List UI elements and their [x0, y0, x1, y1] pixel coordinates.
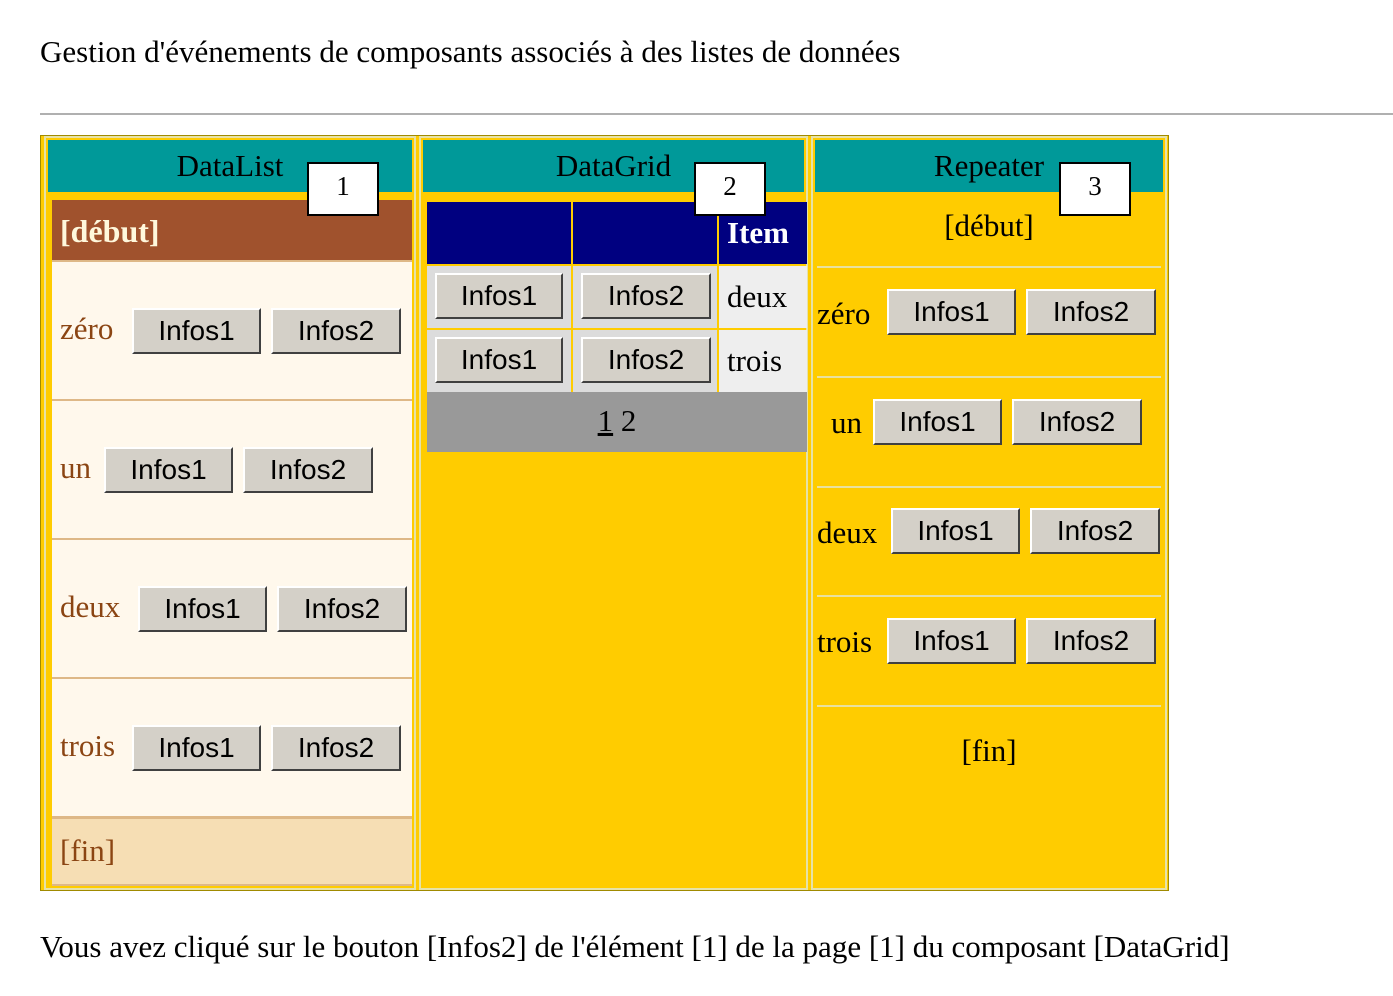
datalist-item-label: un	[60, 450, 91, 485]
datalist-column: DataList [début] zéro Infos1 Infos2 un I…	[44, 136, 416, 890]
datalist-item-label: deux	[60, 589, 121, 624]
infos1-button[interactable]: Infos1	[104, 447, 233, 493]
datagrid-cell: Infos1	[427, 266, 571, 328]
datalist-item: un Infos1 Infos2	[52, 401, 412, 538]
callout-marker-3: 3	[1059, 162, 1131, 216]
datalist-footer: [fin]	[52, 819, 412, 884]
datagrid-cell: Infos2	[573, 266, 717, 328]
pager-page-current[interactable]: 1	[597, 403, 614, 438]
datagrid-header-cell	[427, 202, 571, 264]
infos1-button[interactable]: Infos1	[873, 399, 1002, 445]
datalist-item: trois Infos1 Infos2	[52, 679, 412, 816]
infos2-button[interactable]: Infos2	[581, 273, 711, 319]
infos1-button[interactable]: Infos1	[887, 618, 1016, 664]
datagrid-cell: Infos1	[427, 330, 571, 392]
repeater-item-label: trois	[817, 624, 873, 659]
datalist-item-label: zéro	[60, 311, 114, 346]
repeater-item-label: deux	[817, 515, 878, 550]
components-table: DataList [début] zéro Infos1 Infos2 un I…	[40, 135, 1169, 891]
datagrid-item-cell: deux	[719, 266, 807, 328]
datagrid-item-cell: trois	[719, 330, 807, 392]
callout-marker-1: 1	[307, 162, 379, 216]
repeater-separator	[817, 705, 1161, 707]
datagrid-pager: 1 2	[427, 392, 807, 452]
repeater-footer: [fin]	[961, 733, 1017, 768]
infos2-button[interactable]: Infos2	[581, 337, 711, 383]
infos2-button[interactable]: Infos2	[243, 447, 373, 493]
datagrid: Item Infos1 Infos2 deux Infos1 Infos2 tr…	[427, 202, 807, 452]
page-title: Gestion d'événements de composants assoc…	[40, 34, 901, 69]
datagrid-header-cell	[573, 202, 717, 264]
datalist: [début] zéro Infos1 Infos2 un Infos1 Inf…	[52, 200, 412, 886]
repeater-item-label: zéro	[817, 296, 871, 331]
infos1-button[interactable]: Infos1	[138, 586, 267, 632]
callout-marker-2: 2	[694, 162, 766, 216]
status-message: Vous avez cliqué sur le bouton [Infos2] …	[40, 929, 1230, 964]
repeater-separator	[817, 376, 1161, 378]
horizontal-rule	[40, 113, 1393, 115]
infos2-button[interactable]: Infos2	[1026, 289, 1156, 335]
infos2-button[interactable]: Infos2	[1026, 618, 1156, 664]
infos1-button[interactable]: Infos1	[435, 273, 563, 319]
datagrid-cell: Infos2	[573, 330, 717, 392]
repeater-separator	[817, 486, 1161, 488]
datalist-item-label: trois	[60, 728, 116, 763]
infos2-button[interactable]: Infos2	[1030, 508, 1160, 554]
datalist-item: deux Infos1 Infos2	[52, 540, 412, 677]
datalist-header: [début]	[52, 200, 412, 260]
infos1-button[interactable]: Infos1	[891, 508, 1020, 554]
infos2-button[interactable]: Infos2	[277, 586, 407, 632]
infos2-button[interactable]: Infos2	[1012, 399, 1142, 445]
repeater-header: [début]	[944, 208, 1034, 243]
infos2-button[interactable]: Infos2	[271, 308, 401, 354]
repeater-item-label: un	[831, 405, 862, 440]
infos1-button[interactable]: Infos1	[435, 337, 563, 383]
datagrid-column: DataGrid Item Infos1 Infos2 deux Infos1 …	[419, 136, 808, 890]
infos1-button[interactable]: Infos1	[132, 308, 261, 354]
infos2-button[interactable]: Infos2	[271, 725, 401, 771]
repeater-column: Repeater [début] zéro Infos1 Infos2 un I…	[811, 136, 1167, 890]
infos1-button[interactable]: Infos1	[887, 289, 1016, 335]
datalist-item: zéro Infos1 Infos2	[52, 262, 412, 399]
infos1-button[interactable]: Infos1	[132, 725, 261, 771]
repeater-separator	[817, 595, 1161, 597]
repeater-separator	[817, 266, 1161, 268]
pager-page-link[interactable]: 2	[620, 403, 637, 438]
